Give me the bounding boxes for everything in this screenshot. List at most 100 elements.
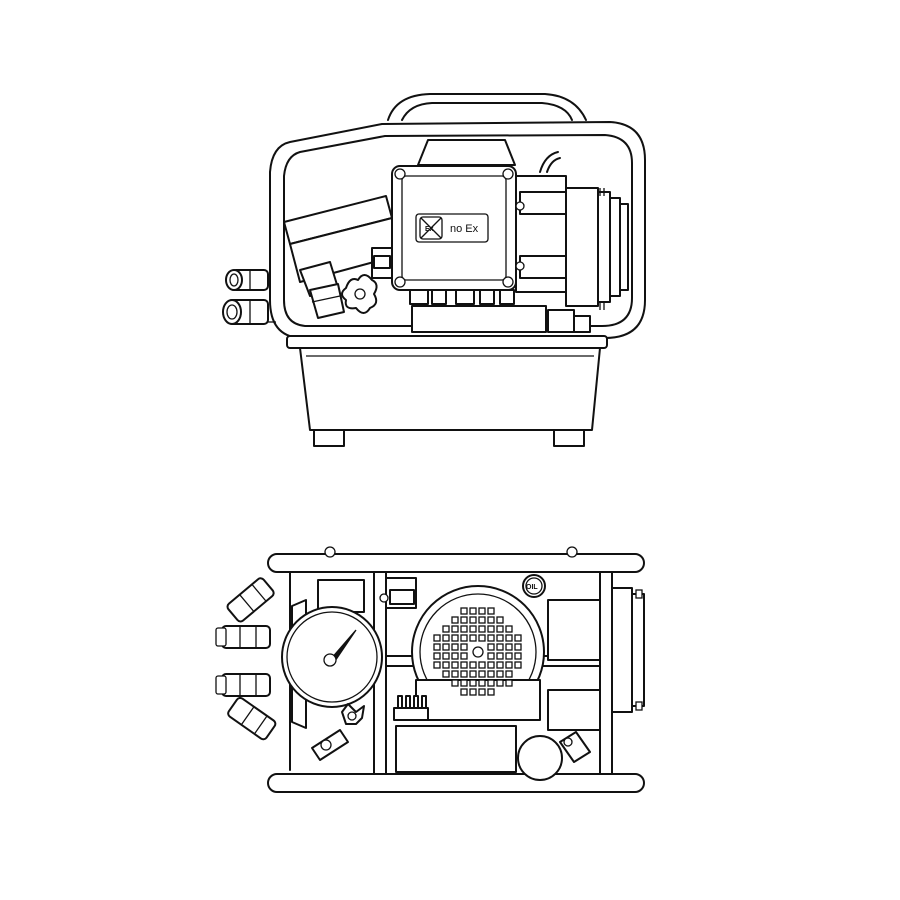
base-block-top bbox=[395, 725, 517, 773]
oil-label: OIL bbox=[526, 584, 538, 591]
fan-grille-slot bbox=[505, 634, 513, 642]
fan-grille-slot bbox=[469, 670, 477, 678]
fan-grille-slot bbox=[514, 661, 522, 669]
fan-grille-slot bbox=[469, 607, 477, 615]
fan-grille-slot bbox=[478, 679, 486, 687]
coupler-lower-side bbox=[222, 299, 276, 325]
fan-grille-slot bbox=[442, 634, 450, 642]
fan-grille-slot bbox=[478, 634, 486, 642]
fan-grille-slot bbox=[451, 616, 459, 624]
fan-grille-slot bbox=[505, 652, 513, 660]
fan-grille-slot bbox=[469, 661, 477, 669]
foot-left bbox=[313, 429, 345, 447]
fan-grille-slot bbox=[451, 634, 459, 642]
fan-grille-slot bbox=[442, 652, 450, 660]
fan-grille-slot bbox=[460, 679, 468, 687]
fan-grille-slot bbox=[487, 661, 495, 669]
fan-grille-slot bbox=[505, 625, 513, 633]
fan-grille-slot bbox=[487, 616, 495, 624]
oil-cap: OIL bbox=[522, 574, 546, 598]
fan-grille-slot bbox=[469, 679, 477, 687]
fan-grille-slot bbox=[478, 607, 486, 615]
fan-grille-slot bbox=[460, 634, 468, 642]
fan-grille-slot bbox=[496, 616, 504, 624]
coupler-top-3 bbox=[215, 673, 271, 697]
foot-right bbox=[553, 429, 585, 447]
fan-grille-slot bbox=[469, 634, 477, 642]
fan-grille-slot bbox=[433, 661, 441, 669]
lever-left bbox=[311, 729, 349, 761]
cable bbox=[539, 151, 559, 173]
fan-grille-slot bbox=[433, 634, 441, 642]
coupler-upper-side bbox=[225, 269, 269, 291]
fan-grille-slot bbox=[487, 625, 495, 633]
fan-grille-slot bbox=[478, 616, 486, 624]
no-ex-text: no Ex bbox=[450, 223, 479, 235]
fan-grille-slot bbox=[505, 643, 513, 651]
fan-grille-slot bbox=[505, 670, 513, 678]
frame-rail-top bbox=[267, 553, 645, 573]
fan-grille-slot bbox=[487, 679, 495, 687]
frame-rail-bottom bbox=[267, 773, 645, 793]
fan-grille-slot bbox=[496, 625, 504, 633]
fan-grille-slot bbox=[451, 670, 459, 678]
fan-grille-slot bbox=[487, 652, 495, 660]
fan-grille-slot bbox=[469, 688, 477, 696]
fan-grille-slot bbox=[460, 616, 468, 624]
side-view: Ex no Ex bbox=[222, 93, 646, 447]
fan-grille-slot bbox=[487, 688, 495, 696]
fan-grille-slot bbox=[496, 679, 504, 687]
fan-grille-slot bbox=[469, 625, 477, 633]
fan-grille-slot bbox=[496, 643, 504, 651]
fan-grille-slot bbox=[514, 643, 522, 651]
cable-glands bbox=[409, 289, 515, 310]
fan-grille-slot bbox=[460, 643, 468, 651]
fan-grille-slot bbox=[451, 643, 459, 651]
fan-grille-slot bbox=[469, 616, 477, 624]
fan-grille-slot bbox=[442, 670, 450, 678]
terminal-pins bbox=[393, 695, 429, 721]
fan-cover bbox=[411, 585, 545, 721]
fan-grille-slot bbox=[478, 625, 486, 633]
valve-block-side bbox=[283, 195, 397, 319]
fan-grille-slot bbox=[487, 607, 495, 615]
reservoir-tank bbox=[286, 335, 608, 431]
coupler-top-1 bbox=[226, 577, 275, 623]
fan-grille-slot bbox=[451, 679, 459, 687]
round-filter bbox=[517, 735, 563, 781]
fan-grille-slot bbox=[460, 607, 468, 615]
fan-grille-slot bbox=[505, 661, 513, 669]
motor-dome bbox=[417, 139, 516, 166]
fan-grille-slot bbox=[451, 625, 459, 633]
motor-side bbox=[515, 175, 629, 310]
fan-grille-slot bbox=[496, 670, 504, 678]
fan-grille-slot bbox=[505, 679, 513, 687]
roll-cage-frame bbox=[269, 121, 646, 339]
fan-grille-slot bbox=[514, 652, 522, 660]
fan-grille-slot bbox=[496, 661, 504, 669]
fan-grille-slot bbox=[478, 688, 486, 696]
lever-right bbox=[559, 731, 591, 763]
pressure-gauge bbox=[281, 599, 383, 729]
fan-grille-slot bbox=[460, 670, 468, 678]
fan-grille-slot bbox=[478, 661, 486, 669]
top-view: OIL bbox=[215, 546, 645, 793]
fan-grille-slot bbox=[478, 670, 486, 678]
coupler-top-2 bbox=[215, 625, 271, 649]
fan-grille-slot bbox=[487, 670, 495, 678]
fan-grille-slot bbox=[460, 652, 468, 660]
fan-grille-slot bbox=[496, 652, 504, 660]
fan-grille-slot bbox=[460, 625, 468, 633]
coupler-top-4 bbox=[227, 696, 277, 741]
fan-grille-slot bbox=[433, 652, 441, 660]
fan-grille-slot bbox=[460, 661, 468, 669]
fan-grille-slot bbox=[496, 634, 504, 642]
junction-box: Ex no Ex bbox=[391, 165, 517, 291]
fan-grille-slot bbox=[433, 643, 441, 651]
fan-grille-slot bbox=[487, 643, 495, 651]
fan-grille-slot bbox=[514, 634, 522, 642]
fan-grille-slot bbox=[442, 643, 450, 651]
fan-grille-slot bbox=[460, 688, 468, 696]
fan-grille-slot bbox=[442, 661, 450, 669]
